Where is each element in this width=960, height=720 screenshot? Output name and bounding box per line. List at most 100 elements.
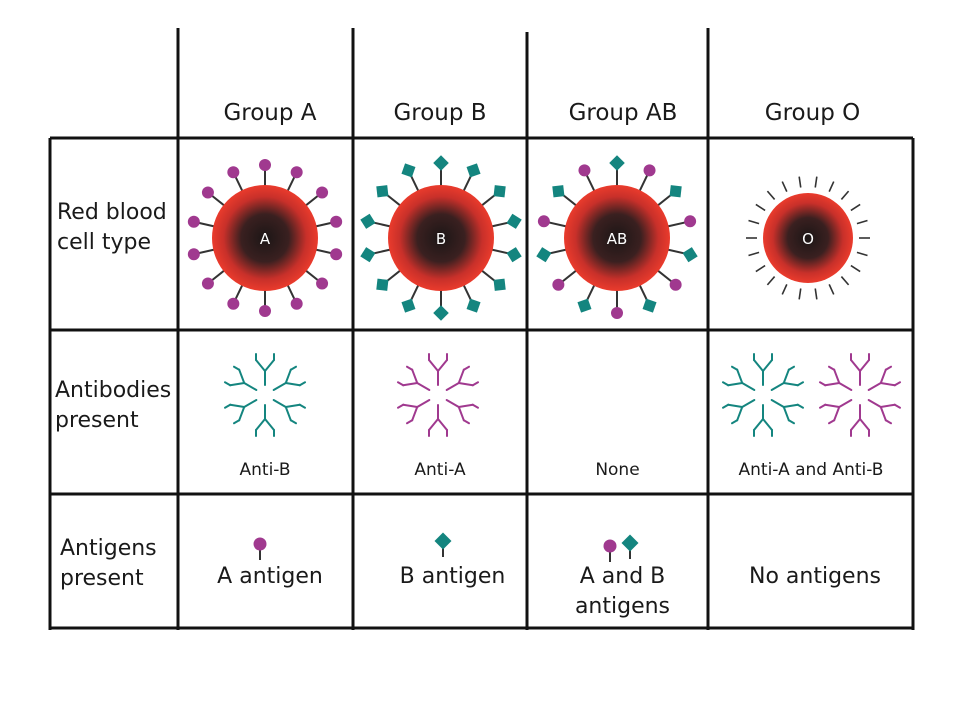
stub-icon — [856, 219, 868, 225]
anti-b-antibody-icon — [428, 353, 448, 386]
header-group-ab: Group AB — [568, 100, 678, 126]
anti-a-antibody-icon — [770, 399, 805, 425]
a-antigen-icon — [537, 215, 568, 228]
a-antigen-icon — [552, 269, 578, 291]
a-antigen-icon — [187, 248, 216, 261]
red-blood-cell-b: B — [360, 155, 522, 321]
anti-b-antibody-icon — [396, 365, 431, 391]
a-antigen-icon — [187, 215, 216, 228]
b-antigen-icon — [638, 283, 657, 313]
anti-b-antibody-icon — [818, 365, 853, 391]
cell-body — [763, 193, 853, 283]
anti-a-antibody-icon — [770, 365, 805, 391]
stub-icon — [781, 181, 788, 192]
anti-b-antibody-icon — [867, 399, 902, 425]
b-antigen-icon — [401, 283, 420, 313]
stub-icon — [748, 219, 760, 225]
anti-a-antibody-icon — [272, 399, 307, 425]
a-antigen-icon — [201, 186, 226, 207]
table-grid — [48, 28, 915, 630]
a-antigen-icon — [227, 283, 244, 310]
antigen-label-b: B antigen — [399, 564, 506, 589]
anti-b-antibody-icon — [850, 404, 870, 437]
stub-icon — [814, 288, 818, 300]
anti-a-antibody-icon — [223, 399, 258, 425]
b-antigen-icon — [666, 247, 698, 263]
stub-icon — [781, 284, 788, 295]
anti-a-antibody-icon — [753, 404, 773, 437]
a-antigen-icon — [611, 289, 623, 319]
a-antigen-icon — [201, 269, 226, 290]
b-antigen-icon — [462, 283, 481, 313]
header-group-o: Group O — [764, 100, 861, 126]
a-antigen-icon — [314, 215, 343, 228]
a-antigen-icon — [603, 539, 617, 562]
stub-icon — [850, 264, 861, 273]
stub-icon — [755, 203, 766, 212]
antibody-label-o: Anti-A and Anti-B — [738, 460, 884, 480]
anti-b-antibody-icon — [445, 365, 480, 391]
anti-b-antibody-icon — [818, 399, 853, 425]
b-antigen-icon — [434, 532, 452, 557]
a-antigen-icon — [259, 159, 271, 187]
anti-a-antibody-icon — [753, 353, 773, 386]
antigen-label-ab: A and B antigens — [574, 564, 671, 619]
stub-icon — [766, 190, 776, 200]
anti-a-antibodies — [396, 353, 480, 437]
anti-a-antibody-icon — [272, 365, 307, 391]
row-label-antigens: Antigens present — [60, 536, 157, 591]
b-antigen-icon — [536, 247, 568, 263]
cell-label: AB — [607, 230, 628, 248]
b-antigen-icon — [609, 155, 625, 187]
stub-icon — [840, 276, 850, 286]
a-antigen-icon — [578, 164, 596, 193]
a-antigen-icon — [304, 269, 329, 290]
antibody-illustrations — [223, 353, 902, 437]
row-label-cell-type: Red blood cell type — [57, 200, 167, 255]
b-antigen-icon — [376, 185, 402, 207]
b-antigen-icon — [577, 283, 596, 313]
anti-b-antibody-icon — [396, 399, 431, 425]
antigen-label-a: A antigen — [217, 564, 323, 589]
header-group-b: Group B — [393, 100, 487, 126]
b-antigen-icon — [401, 163, 420, 193]
row-label-antibodies: Antibodies present — [55, 378, 172, 433]
b-antigen-icon — [490, 247, 522, 263]
cell-body — [212, 185, 318, 291]
b-antigen-icon — [621, 534, 639, 559]
cell-body — [388, 185, 494, 291]
stub-icon — [828, 181, 835, 192]
stub-icon — [748, 251, 760, 257]
anti-a-antibody-icon — [255, 353, 275, 386]
anti-b-antibody-icon — [428, 404, 448, 437]
a-antigen-icon — [286, 283, 303, 310]
b-antigen-icon — [433, 289, 449, 321]
stub-icon — [798, 176, 802, 188]
anti-b-antibody-icon — [850, 353, 870, 386]
red-blood-cell-o: O — [746, 176, 870, 300]
stub-icon — [840, 190, 850, 200]
stub-icon — [850, 203, 861, 212]
cell-label: B — [436, 230, 446, 248]
b-antigen-icon — [462, 163, 481, 193]
stub-icon — [755, 264, 766, 273]
a-antigen-icon — [304, 186, 329, 207]
a-antigen-icon — [656, 269, 682, 291]
a-antigen-icon — [638, 164, 656, 193]
a-antigen-icon — [259, 289, 271, 317]
anti-b-antibodies — [223, 353, 307, 437]
anti-b-antibody-icon — [867, 365, 902, 391]
antigen-icons — [253, 532, 639, 562]
antibody-label-ab: None — [595, 460, 640, 480]
b-antigen-icon — [360, 247, 392, 263]
a-antigen-icon — [286, 166, 303, 193]
a-antigen-icon — [314, 248, 343, 261]
a-antigen-icon — [666, 215, 697, 228]
anti-a-antibody-icon — [255, 404, 275, 437]
antigen-label-o: No antigens — [749, 564, 881, 589]
b-antigen-icon — [480, 269, 506, 291]
cell-label: O — [802, 230, 814, 248]
anti-a-antibody-icon — [721, 399, 756, 425]
